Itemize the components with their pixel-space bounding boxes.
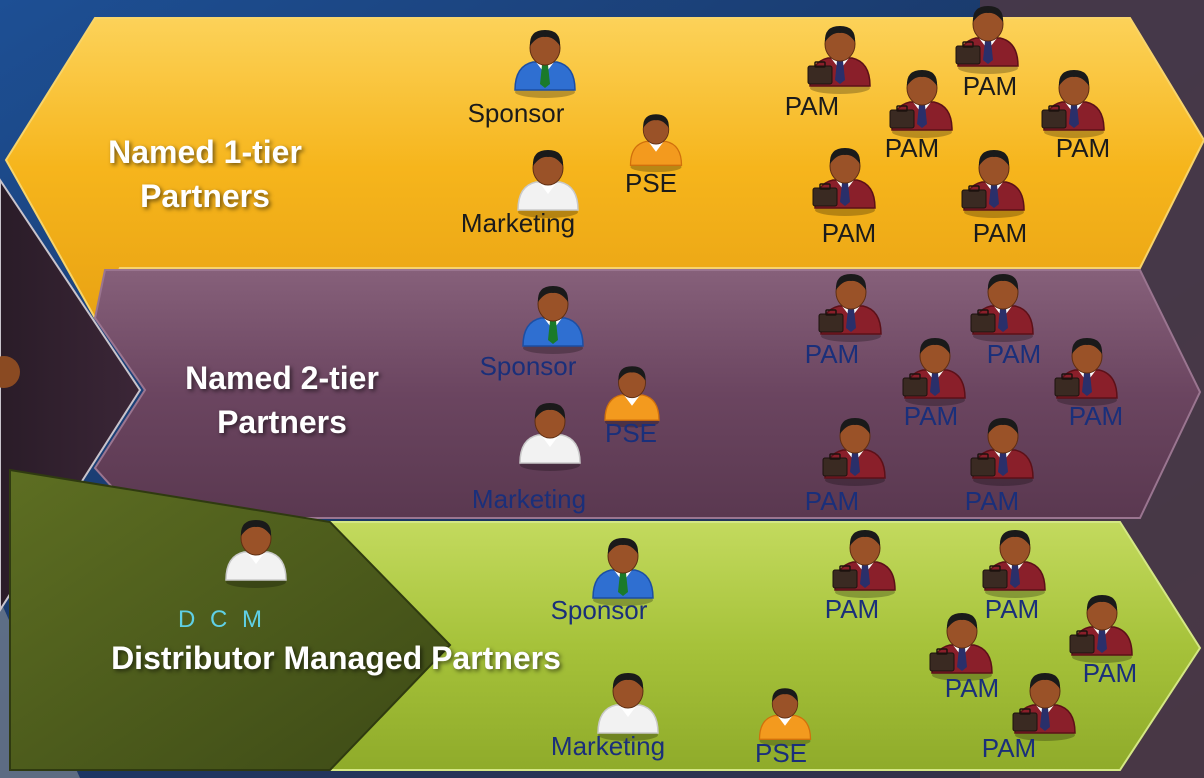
dcm-label: D C M: [178, 606, 266, 633]
marketing-person-icon: [597, 673, 659, 741]
tier2-pam-label: PAM: [804, 339, 860, 369]
pam-briefcase-person-icon: [929, 613, 993, 681]
marketing-person-icon: [517, 150, 579, 218]
tier2-pam-label: PAM: [964, 486, 1020, 516]
distributor-pam-label: PAM: [981, 733, 1037, 763]
tier1-title-line2: Partners: [140, 178, 270, 214]
sponsor-person-icon: [514, 30, 576, 98]
pse-person-icon: [604, 366, 660, 428]
tier2-title-line2: Partners: [217, 404, 347, 440]
pam-briefcase-person-icon: [955, 6, 1019, 74]
tier2-title: Named 2-tier Partners: [185, 356, 379, 444]
pse-person-icon: [629, 114, 683, 173]
tier1-pam-label: PAM: [962, 71, 1018, 101]
tier1-pam-label: PAM: [821, 218, 877, 248]
pam-briefcase-person-icon: [822, 418, 886, 486]
distributor-pam-label: PAM: [944, 673, 1000, 703]
distributor-sponsor-label: Sponsor: [550, 595, 648, 625]
tier2-pam-label: PAM: [903, 401, 959, 431]
distributor-marketing-label: Marketing: [550, 731, 666, 761]
dcm-person-icon: [225, 520, 287, 588]
distributor-pse-label: PSE: [754, 738, 808, 768]
pam-briefcase-person-icon: [902, 338, 966, 406]
tier1-pam-label: PAM: [1055, 133, 1111, 163]
tier1-pam-label: PAM: [884, 133, 940, 163]
tier1-pse-label: PSE: [624, 168, 678, 198]
pam-briefcase-person-icon: [1041, 70, 1105, 138]
tier2-pam-label: PAM: [986, 339, 1042, 369]
pam-briefcase-person-icon: [1012, 673, 1076, 741]
tier2-pam-label: PAM: [804, 486, 860, 516]
pam-briefcase-person-icon: [970, 274, 1034, 342]
distributor-title: Distributor Managed Partners: [111, 640, 561, 676]
pam-briefcase-person-icon: [818, 274, 882, 342]
tier1-title: Named 1-tier Partners: [108, 130, 302, 218]
pam-briefcase-person-icon: [807, 26, 871, 94]
pse-person-icon: [758, 688, 812, 747]
sponsor-person-icon: [592, 538, 654, 606]
distributor-pam-label: PAM: [1082, 658, 1138, 688]
tier2-pam-label: PAM: [1068, 401, 1124, 431]
pam-briefcase-person-icon: [1069, 595, 1133, 663]
pam-briefcase-person-icon: [970, 418, 1034, 486]
tier1-marketing-label: Marketing: [460, 208, 576, 238]
tier1-sponsor-label: Sponsor: [467, 98, 565, 128]
tier2-title-line1: Named 2-tier: [185, 360, 379, 396]
tier2-sponsor-label: Sponsor: [479, 351, 577, 381]
tier1-pam-label: PAM: [972, 218, 1028, 248]
pam-briefcase-person-icon: [889, 70, 953, 138]
pam-briefcase-person-icon: [982, 530, 1046, 598]
distributor-left-chevron: [9, 468, 452, 771]
tier1-title-line1: Named 1-tier: [108, 134, 302, 170]
pam-briefcase-person-icon: [812, 148, 876, 216]
pam-briefcase-person-icon: [1054, 338, 1118, 406]
tier1-arrow-shape: [4, 17, 1204, 321]
left-chevron-person-icon: [0, 356, 20, 388]
marketing-person-icon: [519, 403, 581, 471]
people-layer: [225, 6, 1133, 747]
tier2-pse-label: PSE: [604, 418, 658, 448]
pam-briefcase-person-icon: [961, 150, 1025, 218]
tier2-marketing-label: Marketing: [471, 484, 587, 514]
pam-briefcase-person-icon: [832, 530, 896, 598]
distributor-pam-label: PAM: [824, 594, 880, 624]
distributor-pam-label: PAM: [984, 594, 1040, 624]
tier1-pam-label: PAM: [784, 91, 840, 121]
sponsor-person-icon: [522, 286, 584, 354]
